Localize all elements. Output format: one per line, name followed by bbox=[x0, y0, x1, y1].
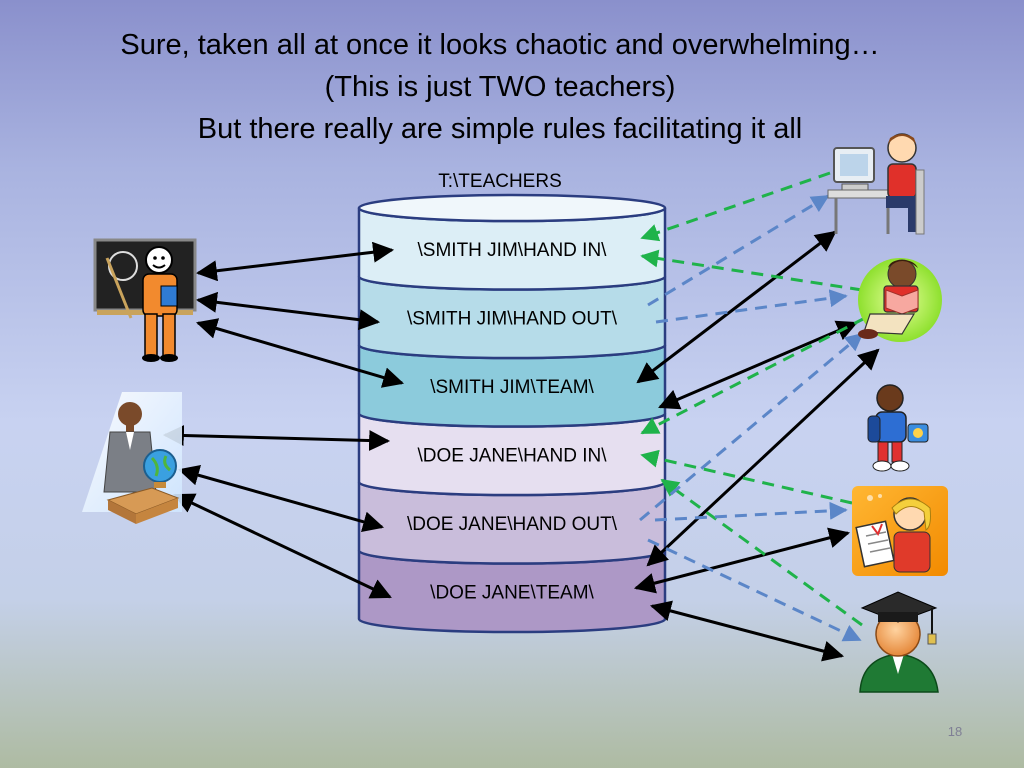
arrow-doe-hand-out bbox=[177, 465, 385, 532]
folder-label[interactable]: \SMITH JIM\TEAM\ bbox=[430, 377, 594, 398]
title-line-1: Sure, taken all at once it looks chaotic… bbox=[120, 29, 880, 61]
arrow-student-writing-team bbox=[633, 527, 851, 594]
teacher-smith-icon bbox=[93, 238, 197, 362]
arrow-smith-hand-in bbox=[195, 241, 395, 282]
teacher-doe-icon bbox=[82, 392, 182, 524]
dashed-green-reading-smith-in bbox=[640, 249, 863, 292]
slide-title: Sure, taken all at once it looks chaotic… bbox=[0, 24, 1000, 150]
folder-label[interactable]: \SMITH JIM\HAND IN\ bbox=[418, 240, 608, 261]
dashed-blue-doe-out-graduate bbox=[647, 538, 862, 642]
student-graduate-icon bbox=[859, 591, 939, 693]
student-reading-icon bbox=[858, 258, 942, 342]
dashed-green-computer-smith-in bbox=[640, 171, 831, 242]
drive-cylinder: \SMITH JIM\HAND IN\ \SMITH JIM\HAND OUT\ \… bbox=[357, 193, 667, 634]
folder-label[interactable]: \DOE JANE\TEAM\ bbox=[430, 583, 594, 604]
dashed-green-graduate-smith-in bbox=[660, 478, 863, 627]
arrow-doe-hand-in bbox=[162, 425, 391, 451]
dashed-blue-doe-out-reading bbox=[639, 332, 864, 522]
folder-label[interactable]: \DOE JANE\HAND IN\ bbox=[418, 446, 608, 467]
student-writing-icon bbox=[852, 486, 948, 576]
slide-number: 18 bbox=[947, 724, 963, 739]
drive-label: T:\TEACHERS bbox=[438, 171, 562, 192]
arrow-student-computer-team bbox=[636, 230, 837, 384]
title-line-3: But there really are simple rules facili… bbox=[197, 113, 803, 145]
dashed-green-writing-doe-in bbox=[640, 449, 853, 505]
arrow-smith-team bbox=[195, 318, 405, 388]
student-computer-icon bbox=[827, 133, 925, 235]
student-backpack-icon bbox=[867, 384, 929, 472]
dashed-blue-smith-out-computer bbox=[647, 194, 830, 307]
arrow-layer bbox=[162, 171, 880, 662]
folder-label[interactable]: \DOE JANE\HAND OUT\ bbox=[407, 514, 618, 535]
folder-label[interactable]: \SMITH JIM\HAND OUT\ bbox=[407, 309, 618, 330]
arrow-doe-team bbox=[173, 493, 392, 599]
dashed-green-reading-doe-in bbox=[640, 316, 866, 435]
title-line-2: (This is just TWO teachers) bbox=[324, 71, 676, 103]
arrow-student-graduate-team bbox=[649, 600, 845, 662]
arrow-smith-hand-out bbox=[195, 291, 381, 331]
dashed-blue-doe-out-writing bbox=[654, 501, 848, 522]
dashed-blue-smith-out-reading bbox=[655, 289, 848, 324]
drive-cylinder-top bbox=[357, 193, 667, 223]
